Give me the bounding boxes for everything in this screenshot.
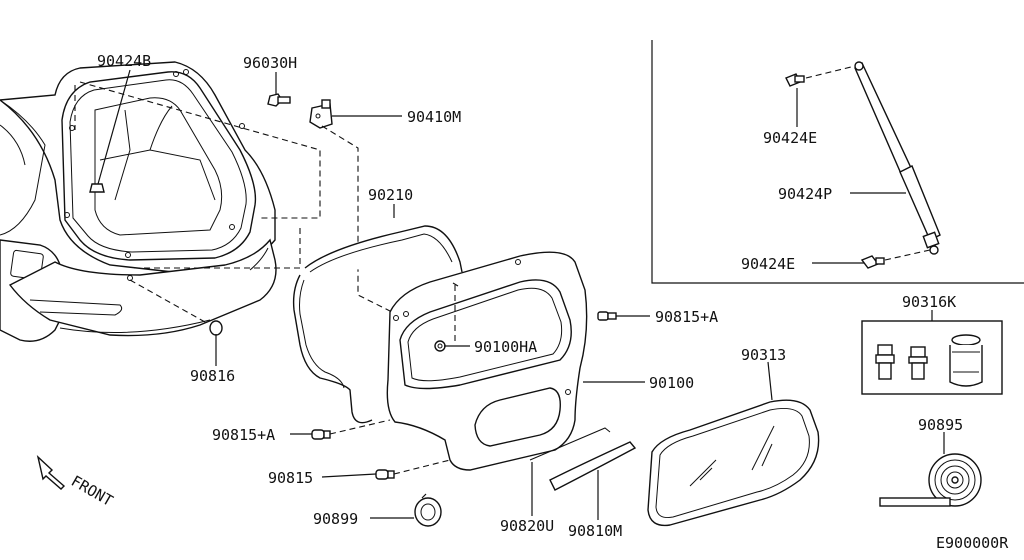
label-90815A-left: 90815+A [212,426,275,444]
cap-90899 [414,493,442,527]
label-90316K: 90316K [902,293,956,311]
label-front: FRONT [68,472,116,510]
bumper-90815A-left [311,429,331,440]
back-door-90100 [386,251,588,471]
label-90820U: 90820U [500,517,554,535]
strut-inset-frame [651,40,1024,284]
label-90810M: 90810M [568,522,622,540]
label-90424B: 90424B [97,52,151,70]
label-90899: 90899 [313,510,358,528]
dashed-guide-hinge2 [321,125,393,313]
ball-joint-90424E-bottom [860,255,885,269]
leader-lines [97,69,945,520]
back-glass-90313 [647,399,820,527]
label-90815A-right: 90815+A [655,308,718,326]
label-90424E-top: 90424E [763,129,817,147]
molding-90820U [529,427,611,461]
front-arrow-icon [36,454,66,490]
kit-90316K [861,320,1003,395]
label-90210: 90210 [368,186,413,204]
gas-strut-90424P [854,61,941,255]
bolt-96030H [267,93,291,107]
vehicle-body [0,61,277,342]
plug-90816 [209,320,223,336]
label-90895: 90895 [918,416,963,434]
label-90100: 90100 [649,374,694,392]
label-90410M: 90410M [407,108,461,126]
label-90313: 90313 [741,346,786,364]
tape-roll-90895 [879,453,982,507]
bumper-90815A-right [597,311,617,321]
ball-joint-90424E-top [785,73,805,87]
molding-90810M [549,441,637,491]
dashed-guide-lower [130,228,301,269]
label-90100HA: 90100HA [474,338,537,356]
hinge-bracket [309,99,333,129]
label-96030H: 96030H [243,54,297,72]
weatherstrip-90210 [292,225,463,424]
diagram-code: E900000R [936,534,1009,552]
bumper-90815 [375,469,395,480]
label-90816: 90816 [190,367,235,385]
label-90424P: 90424P [778,185,832,203]
label-90424E-bottom: 90424E [741,255,795,273]
dashed-guide-body [79,81,321,219]
label-90815: 90815 [268,469,313,487]
